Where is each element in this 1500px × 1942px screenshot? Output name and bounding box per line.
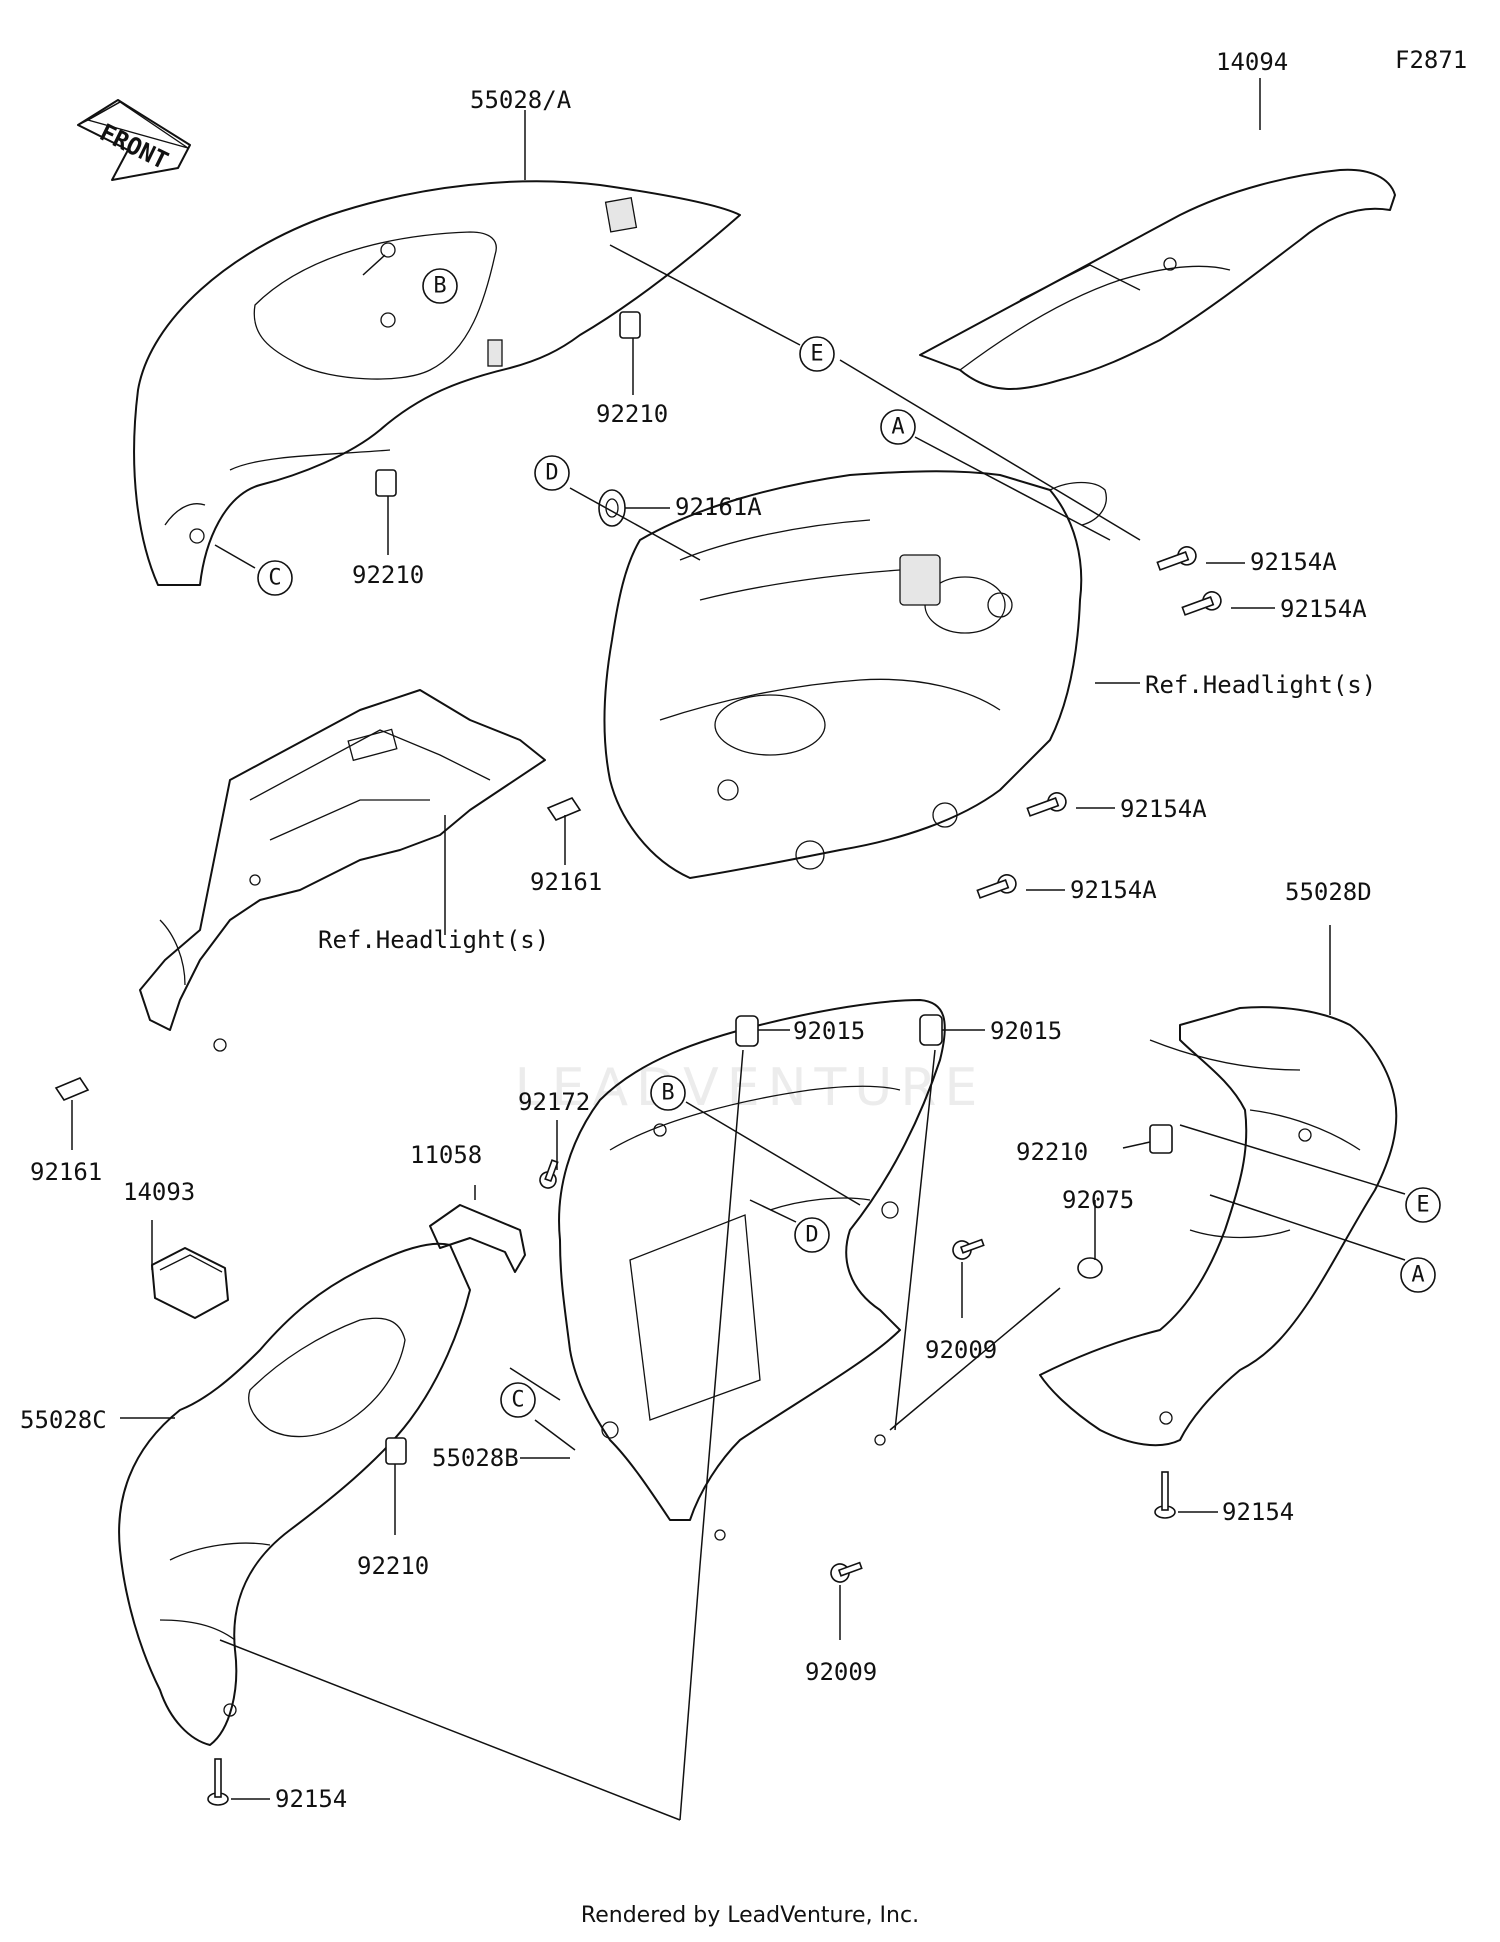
label-92172: 92172 xyxy=(518,1088,590,1116)
label-92210-c: 92210 xyxy=(1016,1138,1088,1166)
part-labels: 55028/A 14094 92210 92210 92161A 92154A … xyxy=(20,48,1376,1813)
label-92210-b: 92210 xyxy=(352,561,424,589)
svg-text:A: A xyxy=(1411,1263,1424,1288)
svg-text:C: C xyxy=(268,566,281,591)
callout-C-top: C xyxy=(257,560,293,596)
label-92154A-2: 92154A xyxy=(1280,595,1367,623)
headlight-assembly xyxy=(603,470,1107,879)
svg-text:C: C xyxy=(511,1388,524,1413)
label-92154A-1: 92154A xyxy=(1250,548,1337,576)
leader-lines xyxy=(71,78,1406,1821)
label-92161-b: 92161 xyxy=(30,1158,102,1186)
label-92015-b: 92015 xyxy=(990,1017,1062,1045)
callout-A-right: A xyxy=(1400,1257,1436,1293)
svg-text:E: E xyxy=(810,342,823,367)
callout-E-right: E xyxy=(1405,1187,1441,1223)
svg-text:E: E xyxy=(1416,1193,1429,1218)
label-55028B: 55028B xyxy=(432,1444,519,1472)
hardware-items xyxy=(54,311,1222,1806)
upper-cowl-55028A xyxy=(133,180,741,586)
panel-14094 xyxy=(919,168,1396,390)
callout-A-top: A xyxy=(880,409,916,445)
headlight-bracket xyxy=(139,689,546,1052)
label-92009-b: 92009 xyxy=(805,1658,877,1686)
label-55028D: 55028D xyxy=(1285,878,1372,906)
pad-14093 xyxy=(151,1247,229,1319)
callout-B-top: B xyxy=(422,268,458,304)
label-92015-a: 92015 xyxy=(793,1017,865,1045)
label-14093: 14093 xyxy=(123,1178,195,1206)
label-92161A: 92161A xyxy=(675,493,762,521)
svg-text:B: B xyxy=(433,274,446,299)
side-cowl-55028D xyxy=(1039,1006,1398,1447)
label-11058: 11058 xyxy=(410,1141,482,1169)
label-92210-d: 92210 xyxy=(357,1552,429,1580)
inner-cowl-55028B xyxy=(558,999,946,1541)
label-92154-b: 92154 xyxy=(275,1785,347,1813)
callout-D-top: D xyxy=(534,455,570,491)
label-92161-a: 92161 xyxy=(530,868,602,896)
footer-credit: Rendered by LeadVenture, Inc. xyxy=(581,1903,919,1928)
svg-text:B: B xyxy=(661,1081,674,1106)
label-14094: 14094 xyxy=(1216,48,1288,76)
inner-duct-55028C xyxy=(118,1242,471,1746)
label-92009-a: 92009 xyxy=(925,1336,997,1364)
bracket-11058 xyxy=(429,1204,526,1273)
callout-B-mid: B xyxy=(650,1075,686,1111)
label-ref-headlight-2: Ref.Headlight(s) xyxy=(318,926,549,954)
label-92154A-3: 92154A xyxy=(1120,795,1207,823)
figure-code: F2871 xyxy=(1395,46,1467,74)
svg-text:A: A xyxy=(891,415,904,440)
label-92210-a: 92210 xyxy=(596,400,668,428)
front-arrow-icon: FRONT xyxy=(77,99,191,181)
label-92154A-4: 92154A xyxy=(1070,876,1157,904)
label-92075: 92075 xyxy=(1062,1186,1134,1214)
svg-text:D: D xyxy=(545,461,558,486)
label-ref-headlight-1: Ref.Headlight(s) xyxy=(1145,671,1376,699)
watermark-text: LEADVENTURE xyxy=(515,1058,986,1118)
svg-text:D: D xyxy=(805,1223,818,1248)
callout-D-mid: D xyxy=(794,1217,830,1253)
label-55028C: 55028C xyxy=(20,1406,107,1434)
label-55028A: 55028/A xyxy=(470,86,572,114)
label-92154-a: 92154 xyxy=(1222,1498,1294,1526)
callout-E-top: E xyxy=(799,336,835,372)
callout-C-mid: C xyxy=(500,1382,536,1418)
